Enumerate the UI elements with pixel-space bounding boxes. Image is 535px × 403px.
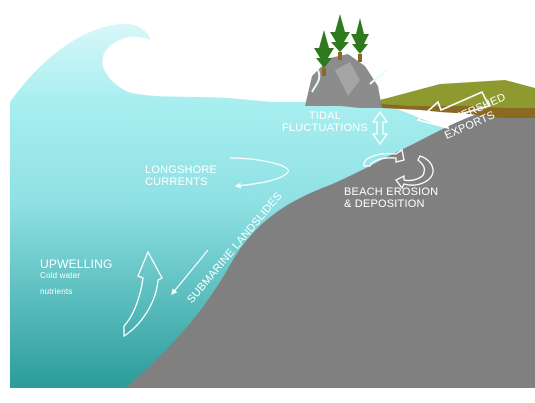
upwelling-line-1: Cold water xyxy=(40,271,81,280)
tree-3 xyxy=(351,18,369,62)
breaking-wave xyxy=(10,23,320,104)
landslide-arrow xyxy=(171,249,209,295)
coastal-land-grass xyxy=(380,80,535,108)
upwelling-title: UPWELLING xyxy=(40,257,113,271)
tree-1 xyxy=(314,30,334,76)
watershed-arrow xyxy=(416,90,491,130)
seabed xyxy=(125,108,535,388)
upwelling-arrow xyxy=(123,250,163,338)
tidal-fluctuations-label: TIDAL FLUCTUATIONS xyxy=(282,110,368,134)
tree-2 xyxy=(330,14,350,60)
spray xyxy=(311,69,387,93)
longshore-arrow xyxy=(229,157,289,189)
rock-shading xyxy=(335,62,360,96)
longshore-currents-label: LONGSHORE CURRENTS xyxy=(145,164,218,188)
upwelling-line-2: nutrients xyxy=(40,287,73,296)
beach-erosion-arrows xyxy=(363,148,434,190)
tidal-arrow xyxy=(371,110,389,146)
beach-erosion-label: BEACH EROSION & DEPOSITION xyxy=(344,186,439,210)
